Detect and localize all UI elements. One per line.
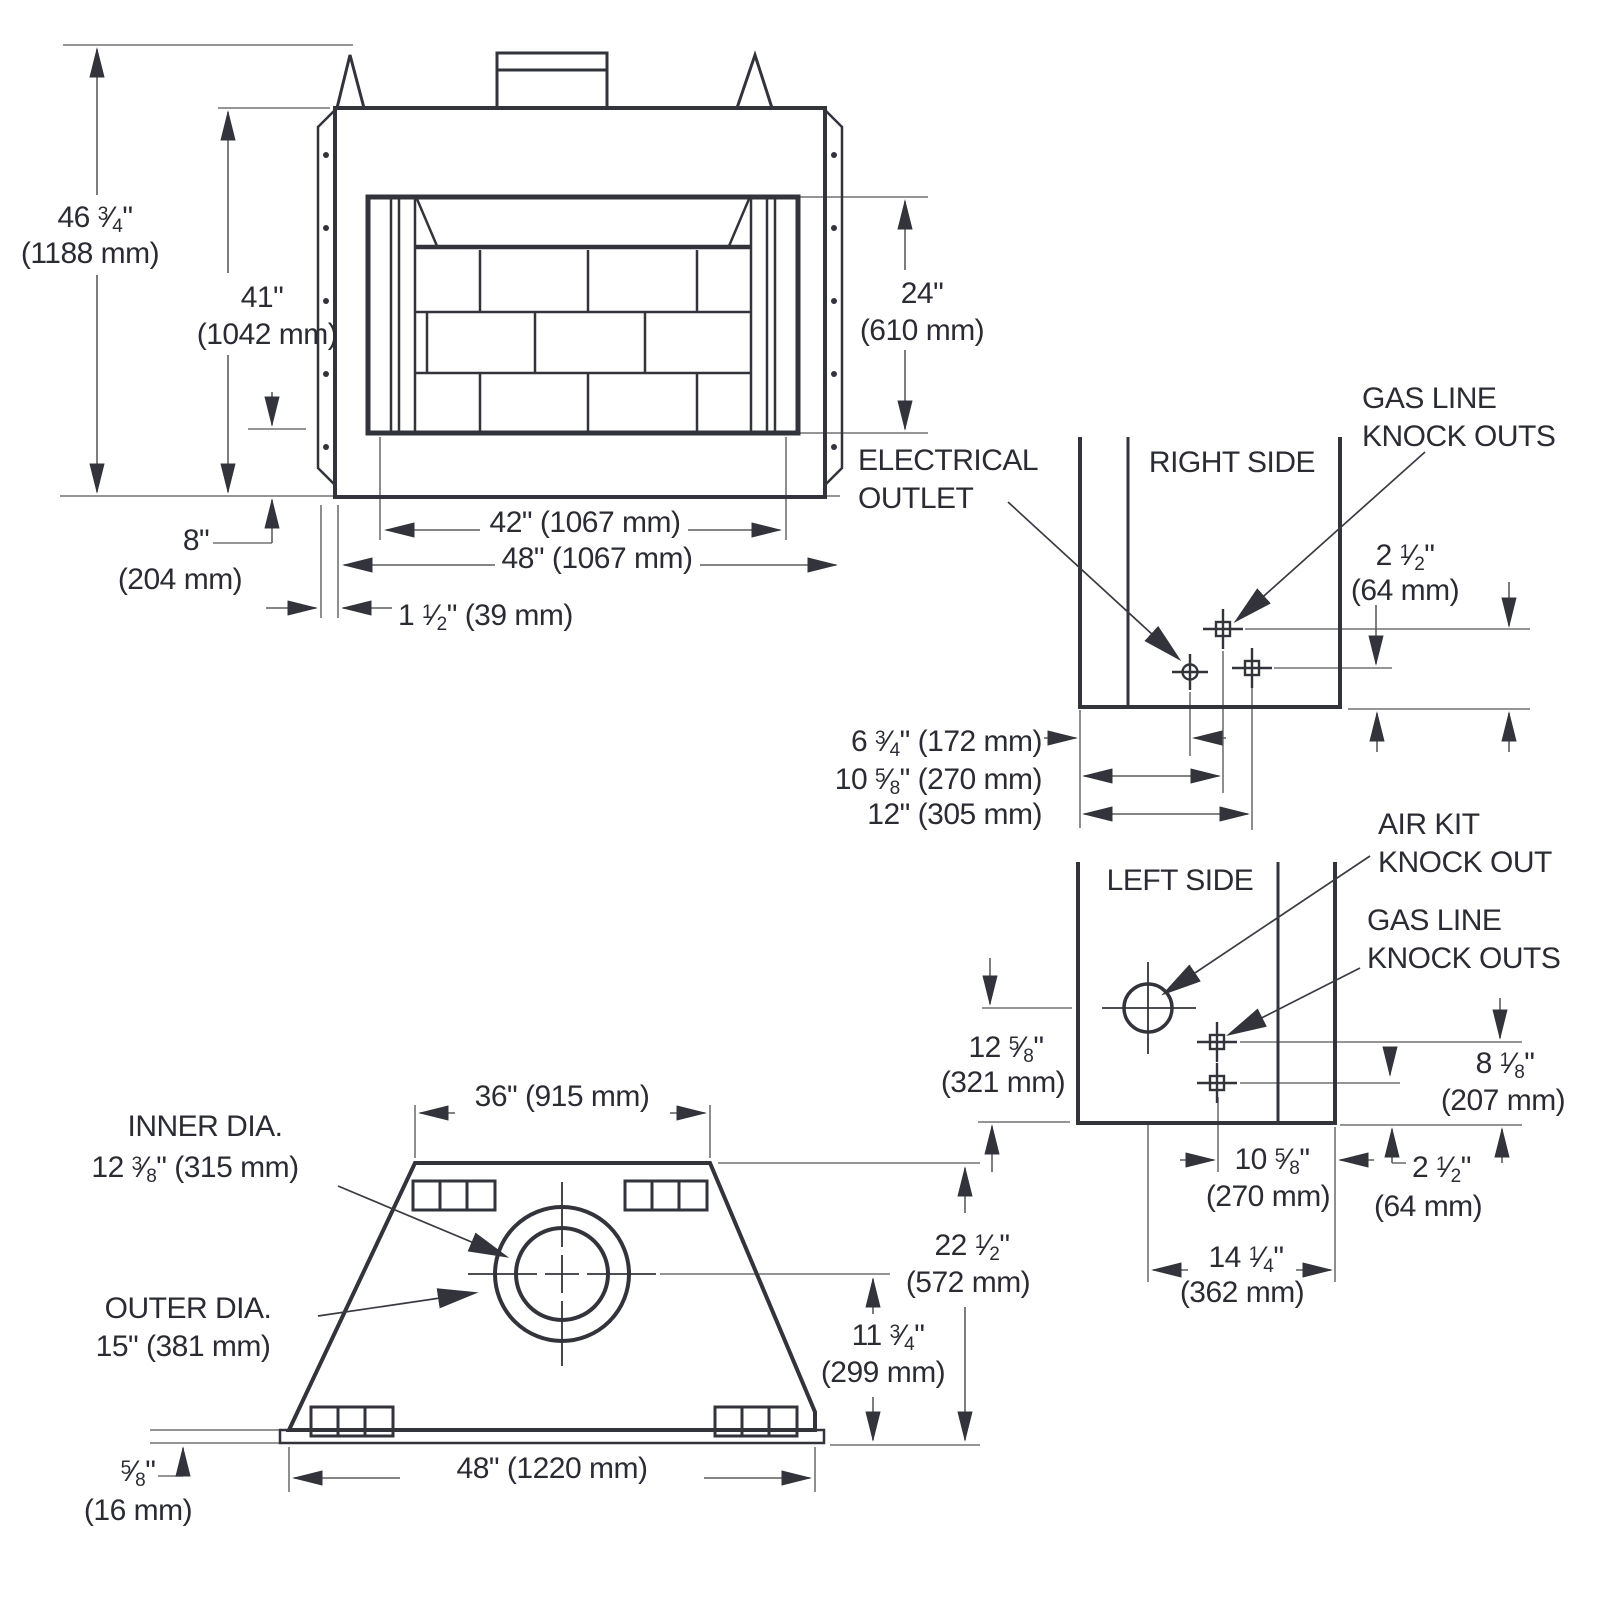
dim-left-1258-in: 12 5⁄8" [968,1031,1044,1067]
brick-pattern [415,250,751,433]
dim-right-25-in: 2 1⁄2" [1375,539,1435,575]
gas-knockout-lower [1232,648,1272,688]
vent-openings [309,1179,799,1438]
dim-left-1414-mm: (362 mm) [1179,1276,1305,1309]
dim-opening-width: 42" (1067 mm) [489,506,681,539]
gas-knockout-upper [1203,609,1243,649]
dim-right-12: 12" (305 mm) [867,798,1042,831]
gas-line-label-right-2: KNOCK OUTS [1362,420,1556,453]
right-side-view-drawing [1007,437,1530,830]
top-view-drawing [150,1105,980,1492]
electrical-outlet-label-2: OUTLET [858,482,974,515]
gas-knockout-2 [1197,1063,1237,1103]
outer-dia-label-2: 15" (381 mm) [95,1330,271,1363]
front-view-drawing [60,44,928,618]
gas-line-label-left-2: KNOCK OUTS [1367,942,1561,975]
dim-body-width: 48" (1067 mm) [501,542,693,575]
dim-depth-mm: (572 mm) [905,1266,1031,1299]
dim-left-1058-mm: (270 mm) [1205,1180,1331,1213]
dim-base-width: 48" (1220 mm) [456,1452,648,1485]
dim-opening-height-mm: (610 mm) [859,314,985,347]
dim-plate-mm: (16 mm) [83,1494,193,1527]
gas-line-label-right-1: GAS LINE [1362,382,1497,415]
air-kit-label-1: AIR KIT [1378,808,1480,841]
left-side-title: LEFT SIDE [1106,864,1254,897]
dim-right-25-mm: (64 mm) [1350,574,1460,607]
flue-collar [468,1182,656,1366]
electrical-outlet-label-1: ELECTRICAL [858,444,1039,477]
air-kit-knockout [1102,962,1196,1054]
dim-hearth-height-mm: (204 mm) [117,563,243,596]
dim-left-25-in: 2 1⁄2" [1412,1151,1471,1187]
inner-dia-label-2: 12 3⁄8" (315 mm) [91,1151,299,1187]
dim-plate-in: 5⁄8" [120,1455,156,1491]
dim-hearth-height-in: 8" [182,524,210,557]
dim-left-25-mm: (64 mm) [1374,1190,1483,1223]
right-side-title: RIGHT SIDE [1148,446,1316,479]
flange-nail-holes [323,152,837,450]
dim-left-818-in: 8 1⁄8" [1475,1047,1535,1083]
outer-dia-label-1: OUTER DIA. [104,1292,272,1325]
inner-dia-label-1: INNER DIA. [127,1110,283,1143]
dim-top-width: 36" (915 mm) [474,1080,650,1113]
dim-flue-mm: (299 mm) [820,1356,946,1389]
left-side-view-drawing [978,855,1522,1282]
dim-flue-in: 11 3⁄4" [851,1319,925,1355]
gas-knockout-1 [1197,1022,1237,1062]
dim-depth-in: 22 1⁄2" [934,1229,1010,1265]
dim-total-height-mm: (1188 mm) [20,237,160,270]
electrical-outlet-knockout [1172,654,1208,690]
dim-total-height-in: 46 3⁄4" [57,201,133,237]
dim-left-1058-in: 10 5⁄8" [1234,1143,1310,1179]
dim-right-1058: 10 5⁄8" (270 mm) [834,763,1043,799]
dim-left-818-mm: (207 mm) [1440,1084,1566,1117]
gas-line-label-left-1: GAS LINE [1367,904,1502,937]
air-kit-label-2: KNOCK OUT [1378,846,1552,879]
dim-left-1414-in: 14 1⁄4" [1208,1241,1284,1277]
dim-right-675: 6 3⁄4" (172 mm) [850,725,1043,761]
dim-left-1258-mm: (321 mm) [940,1066,1066,1099]
dim-opening-height-in: 24" [900,277,944,310]
dim-body-height-mm: (1042 mm) [196,318,338,351]
dim-flange-width: 1 1⁄2" (39 mm) [398,599,573,635]
dim-body-height-in: 41" [240,281,284,314]
